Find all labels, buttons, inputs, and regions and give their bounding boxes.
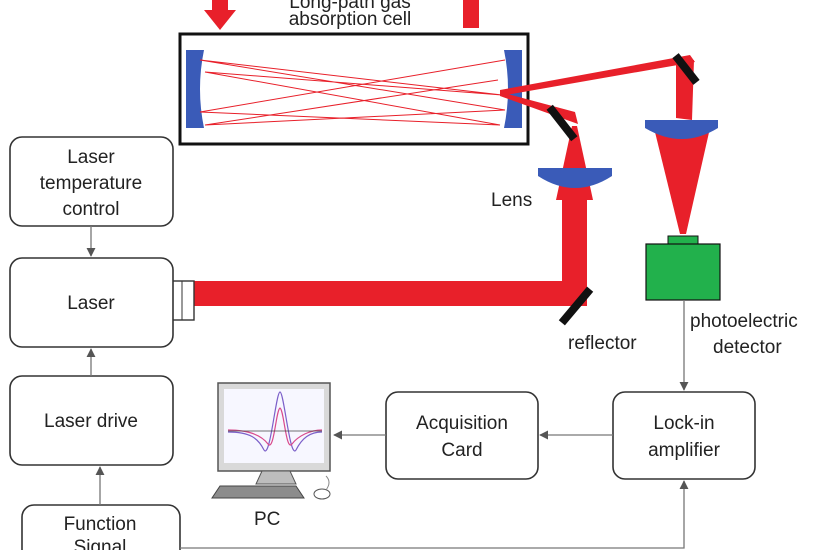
- svg-text:Laser: Laser: [67, 293, 115, 314]
- laser-drive-box: Laser drive: [9, 375, 174, 466]
- svg-text:amplifier: amplifier: [648, 440, 720, 461]
- gas-outlet-arrow: [463, 0, 479, 28]
- keyboard-icon: [211, 485, 305, 499]
- pc-label: PC: [254, 509, 280, 530]
- mouse-icon: [313, 488, 331, 500]
- collecting-lens: [645, 120, 718, 139]
- laser-output-window: [169, 280, 195, 321]
- svg-text:Laser drive: Laser drive: [44, 411, 138, 432]
- pc-computer-icon: [211, 382, 331, 500]
- gas-inlet-arrow: [204, 0, 236, 30]
- svg-text:control: control: [62, 199, 119, 220]
- svg-text:Function: Function: [64, 514, 137, 535]
- reflector-upper: [546, 104, 578, 142]
- reflector-top-right: [672, 53, 700, 85]
- svg-text:Signal: Signal: [74, 537, 127, 550]
- svg-text:Lock-in: Lock-in: [653, 413, 714, 434]
- reflector-lower: [558, 286, 594, 326]
- laser-box: Laser: [9, 257, 174, 348]
- function-signal-box: Function Signal: [21, 504, 181, 550]
- arrow-function-to-lockin: [180, 480, 689, 549]
- photoelectric-detector-label-line1: photoelectric: [690, 311, 798, 332]
- acquisition-card-box: Acquisition Card: [385, 391, 539, 480]
- reflector-label: reflector: [568, 333, 637, 354]
- cell-mirror-left: [186, 50, 204, 128]
- svg-text:Acquisition: Acquisition: [416, 413, 508, 434]
- svg-text:temperature: temperature: [40, 173, 142, 194]
- lens-label: Lens: [491, 190, 532, 211]
- focusing-lens: [538, 168, 612, 188]
- laser-temperature-control-box: Laser temperature control: [9, 136, 174, 227]
- lock-in-amplifier-box: Lock-in amplifier: [612, 391, 756, 480]
- photoelectric-detector-label-line2: detector: [713, 337, 782, 358]
- svg-text:Laser: Laser: [67, 147, 115, 168]
- cell-title-line2: absorption cell: [289, 9, 412, 30]
- absorption-cell: [178, 32, 530, 146]
- photoelectric-detector: [645, 235, 721, 301]
- svg-text:Card: Card: [441, 440, 482, 461]
- cell-title-line1: Long-path gas: [289, 0, 411, 13]
